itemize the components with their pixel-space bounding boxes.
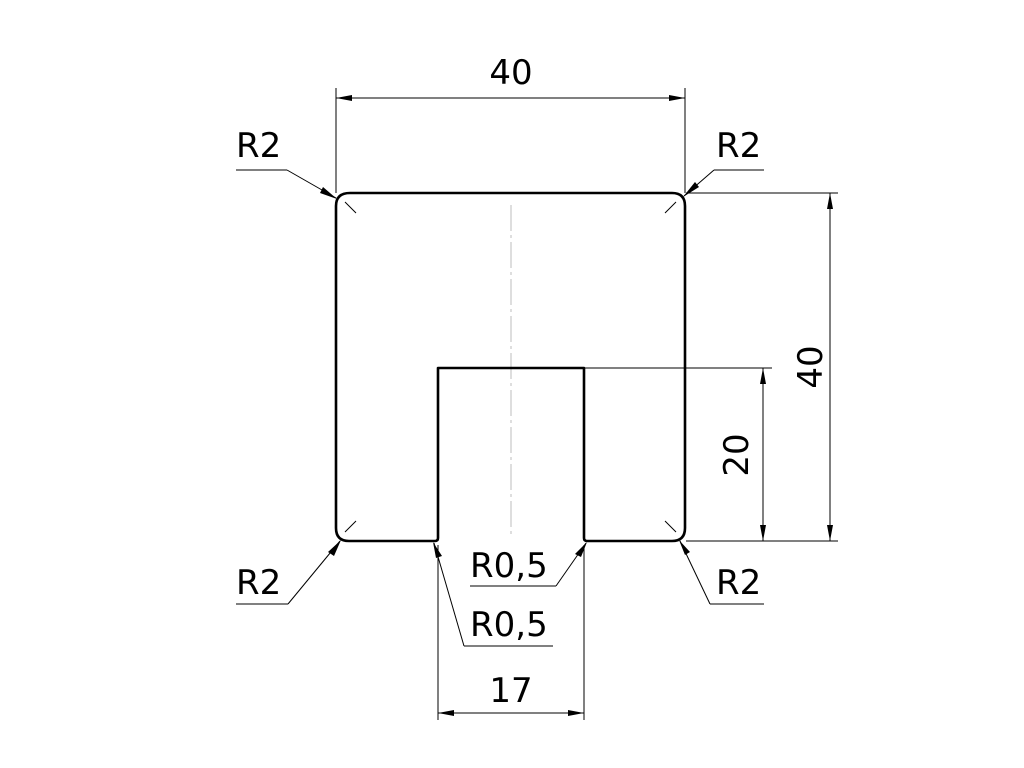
dimension-top-width-label: 40 [489, 53, 532, 93]
callout-bottom-left-label: R2 [236, 563, 281, 603]
callout-top-left-label: R2 [236, 126, 281, 166]
dimension-slot-depth-label: 20 [717, 433, 757, 476]
dimension-slot-depth: 20 [585, 367, 772, 541]
callout-slot-right-label: R0,5 [470, 546, 548, 586]
dimension-slot-width-label: 17 [489, 671, 532, 711]
dimension-right-height-label: 40 [791, 345, 831, 388]
corner-center-marks [344, 201, 677, 533]
callout-bottom-right-label: R2 [716, 563, 761, 603]
part-outline [334, 191, 687, 543]
callout-top-left-r2: R2 [236, 126, 337, 199]
callout-slot-left-r05: R0,5 [433, 542, 553, 647]
callout-slot-right-r05: R0,5 [470, 542, 587, 587]
callout-top-right-label: R2 [716, 126, 761, 166]
callout-slot-left-label: R0,5 [470, 605, 548, 645]
dimension-right-height: 40 [686, 192, 838, 542]
callout-top-right-r2: R2 [683, 126, 764, 197]
dimension-top-width: 40 [335, 53, 686, 193]
dimension-slot-width: 17 [437, 545, 585, 720]
callout-bottom-left-r2: R2 [236, 540, 341, 605]
callout-bottom-right-r2: R2 [679, 540, 764, 605]
